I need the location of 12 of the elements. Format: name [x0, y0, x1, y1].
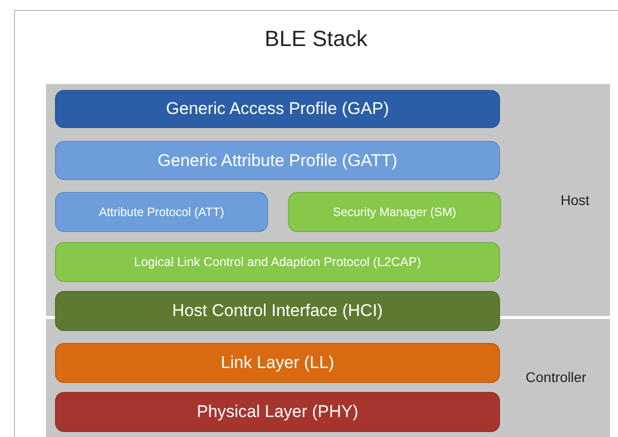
layer-box: Security Manager (SM) [288, 192, 501, 232]
layer-box: Generic Access Profile (GAP) [55, 90, 500, 128]
layer-box: Logical Link Control and Adaption Protocol (L2CAP) [55, 242, 500, 282]
band-label: Controller [524, 369, 588, 385]
band-label: Host [560, 192, 590, 208]
layer-box: Attribute Protocol (ATT) [55, 192, 268, 232]
layer-box: Generic Attribute Profile (GATT) [55, 141, 500, 180]
layer-box: Physical Layer (PHY) [55, 392, 500, 432]
layer-box: Host Control Interface (HCI) [55, 291, 500, 331]
controller-band [46, 319, 610, 437]
diagram-title: BLE Stack [264, 26, 368, 52]
layer-box: Link Layer (LL) [55, 343, 500, 383]
